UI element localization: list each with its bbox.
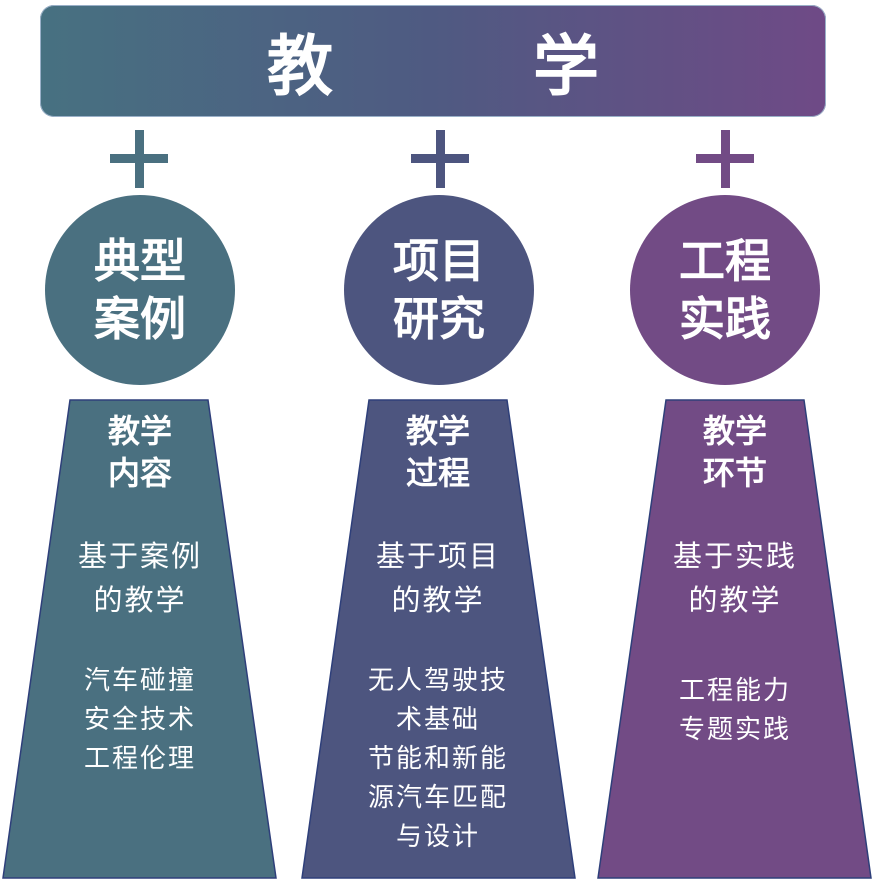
item-line: 术基础	[395, 705, 480, 735]
trapezoid-indigo	[301, 399, 576, 879]
heading-line: 教学	[405, 412, 470, 450]
circle-project-research: 项目 研究	[344, 195, 534, 385]
subtitle-line: 的教学	[93, 583, 187, 617]
column-heading: 教学 环节	[703, 410, 767, 494]
item-line: 汽车碰撞	[83, 666, 196, 696]
item-line: 专题实践	[678, 715, 791, 745]
circle-label-line: 案例	[94, 292, 186, 346]
circle-label-line: 项目	[393, 234, 485, 288]
column-subtitle: 基于实践 的教学	[673, 534, 797, 622]
plus-icon	[696, 130, 754, 188]
subtitle-line: 基于实践	[672, 539, 797, 573]
item-line: 源汽车匹配	[367, 783, 508, 813]
trapezoid-purple	[597, 399, 872, 879]
column-items: 汽车碰撞 安全技术 工程伦理	[84, 662, 196, 779]
circle-typical-cases: 典型 案例	[45, 195, 235, 385]
subtitle-line: 基于项目	[375, 539, 500, 573]
heading-line: 教学	[702, 412, 767, 450]
trapezoid-teal	[2, 399, 277, 879]
column-subtitle: 基于案例 的教学	[78, 534, 202, 622]
circle-label-line: 典型	[94, 234, 186, 288]
heading-line: 环节	[702, 454, 767, 492]
plus-icon	[411, 130, 469, 188]
banner-title-char: 学	[533, 28, 599, 105]
plus-icon	[110, 130, 168, 188]
circle-engineering-practice: 工程 实践	[630, 195, 820, 385]
column-heading: 教学 内容	[108, 410, 172, 494]
banner-title-char: 教	[267, 28, 333, 105]
heading-line: 教学	[107, 412, 172, 450]
heading-line: 过程	[405, 454, 470, 492]
subtitle-line: 基于案例	[77, 539, 202, 573]
column-teaching-process: 教学 过程 基于项目 的教学 无人驾驶技 术基础 节能和新能 源汽车匹配 与设计	[338, 410, 538, 857]
item-line: 安全技术	[83, 705, 196, 735]
circle-label-line: 实践	[679, 292, 771, 346]
column-items: 工程能力 专题实践	[679, 672, 791, 750]
subtitle-line: 的教学	[391, 583, 485, 617]
column-subtitle: 基于项目 的教学	[376, 534, 500, 622]
item-line: 与设计	[395, 822, 480, 852]
item-line: 无人驾驶技	[367, 666, 508, 696]
item-line: 节能和新能	[367, 744, 508, 774]
item-line: 工程能力	[678, 676, 791, 706]
column-items: 无人驾驶技 术基础 节能和新能 源汽车匹配 与设计	[368, 662, 508, 857]
title-banner: 教学	[40, 5, 826, 117]
item-line: 工程伦理	[83, 744, 196, 774]
banner-title: 教学	[267, 13, 599, 109]
heading-line: 内容	[107, 454, 172, 492]
column-heading: 教学 过程	[406, 410, 470, 494]
column-teaching-stage: 教学 环节 基于实践 的教学 工程能力 专题实践	[635, 410, 835, 750]
circle-label-line: 工程	[679, 234, 771, 288]
column-teaching-content: 教学 内容 基于案例 的教学 汽车碰撞 安全技术 工程伦理	[40, 410, 240, 779]
subtitle-line: 的教学	[688, 583, 782, 617]
circle-label-line: 研究	[393, 292, 485, 346]
